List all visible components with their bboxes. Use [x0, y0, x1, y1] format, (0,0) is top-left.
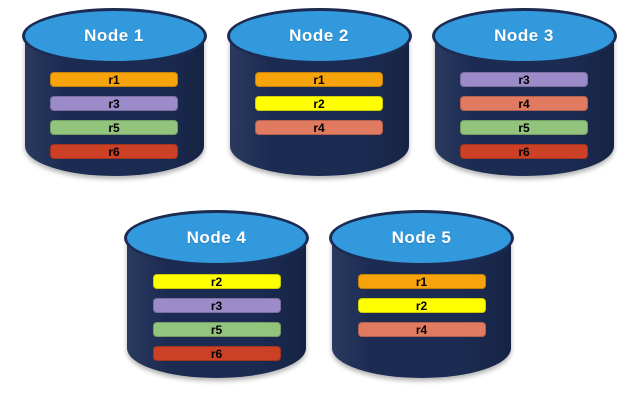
shard-label: r3 [108, 96, 120, 111]
node-title: Node 2 [289, 26, 349, 45]
shard-bar[interactable]: r4 [357, 322, 486, 337]
shard-label: r5 [108, 120, 120, 135]
shard-label: r1 [313, 72, 325, 87]
cylinder-top-ellipse: Node 2 [226, 8, 412, 64]
shard-label: r5 [518, 120, 530, 135]
shard-label: r6 [518, 144, 530, 159]
shard-list: r1 r3 r5 r6 [22, 64, 207, 159]
cylinder-top-ellipse: Node 5 [329, 210, 514, 266]
shard-label: r3 [210, 298, 223, 313]
shard-bar[interactable]: r2 [357, 298, 486, 313]
shard-list: r1 r2 r4 [227, 64, 412, 135]
shard-bar[interactable]: r1 [255, 72, 383, 87]
shard-bar[interactable]: r6 [152, 346, 281, 361]
shard-label: r6 [210, 346, 223, 361]
shard-label: r5 [210, 322, 223, 337]
shard-bar[interactable]: r1 [357, 274, 486, 289]
database-node[interactable]: Node 2 r1 r2 r4 [226, 8, 412, 190]
shard-label: r4 [313, 120, 325, 135]
shard-bar[interactable]: r1 [50, 72, 178, 87]
shard-list: r3 r4 r5 r6 [432, 64, 617, 159]
shard-bar[interactable]: r2 [152, 274, 281, 289]
shard-label: r6 [108, 144, 120, 159]
cylinder-top-ellipse: Node 1 [21, 8, 207, 64]
shard-label: r3 [518, 72, 530, 87]
node-row-top: Node 1 r1 r3 r5 r6 Node 2 r1 r2 r4 Node 3 r3 r4 r5 r6 [0, 8, 638, 190]
database-node[interactable]: Node 5 r1 r2 r4 [329, 210, 514, 392]
shard-label: r2 [313, 96, 325, 111]
cylinder-top-ellipse: Node 4 [124, 210, 309, 266]
shard-list: r1 r2 r4 [329, 266, 514, 337]
shard-label: r1 [415, 274, 428, 289]
shard-list: r2 r3 r5 r6 [124, 266, 309, 361]
shard-bar[interactable]: r3 [152, 298, 281, 313]
database-node[interactable]: Node 3 r3 r4 r5 r6 [431, 8, 617, 190]
shard-label: r4 [415, 322, 428, 337]
cylinder-top-ellipse: Node 3 [431, 8, 617, 64]
node-title: Node 3 [494, 26, 554, 45]
shard-bar[interactable]: r5 [460, 120, 588, 135]
node-title: Node 5 [391, 228, 452, 247]
node-title: Node 1 [84, 26, 144, 45]
shard-label: r1 [108, 72, 120, 87]
shard-bar[interactable]: r2 [255, 96, 383, 111]
shard-bar[interactable]: r6 [460, 144, 588, 159]
database-node[interactable]: Node 1 r1 r3 r5 r6 [21, 8, 207, 190]
node-title: Node 4 [186, 228, 247, 247]
shard-label: r2 [415, 298, 428, 313]
node-row-bottom: Node 4 r2 r3 r5 r6 Node 5 r1 r2 r4 [0, 210, 638, 392]
shard-bar[interactable]: r3 [460, 72, 588, 87]
shard-bar[interactable]: r5 [152, 322, 281, 337]
shard-bar[interactable]: r6 [50, 144, 178, 159]
shard-bar[interactable]: r3 [50, 96, 178, 111]
shard-label: r4 [518, 96, 530, 111]
shard-bar[interactable]: r4 [255, 120, 383, 135]
shard-label: r2 [210, 274, 223, 289]
shard-bar[interactable]: r4 [460, 96, 588, 111]
database-node[interactable]: Node 4 r2 r3 r5 r6 [124, 210, 309, 392]
shard-bar[interactable]: r5 [50, 120, 178, 135]
